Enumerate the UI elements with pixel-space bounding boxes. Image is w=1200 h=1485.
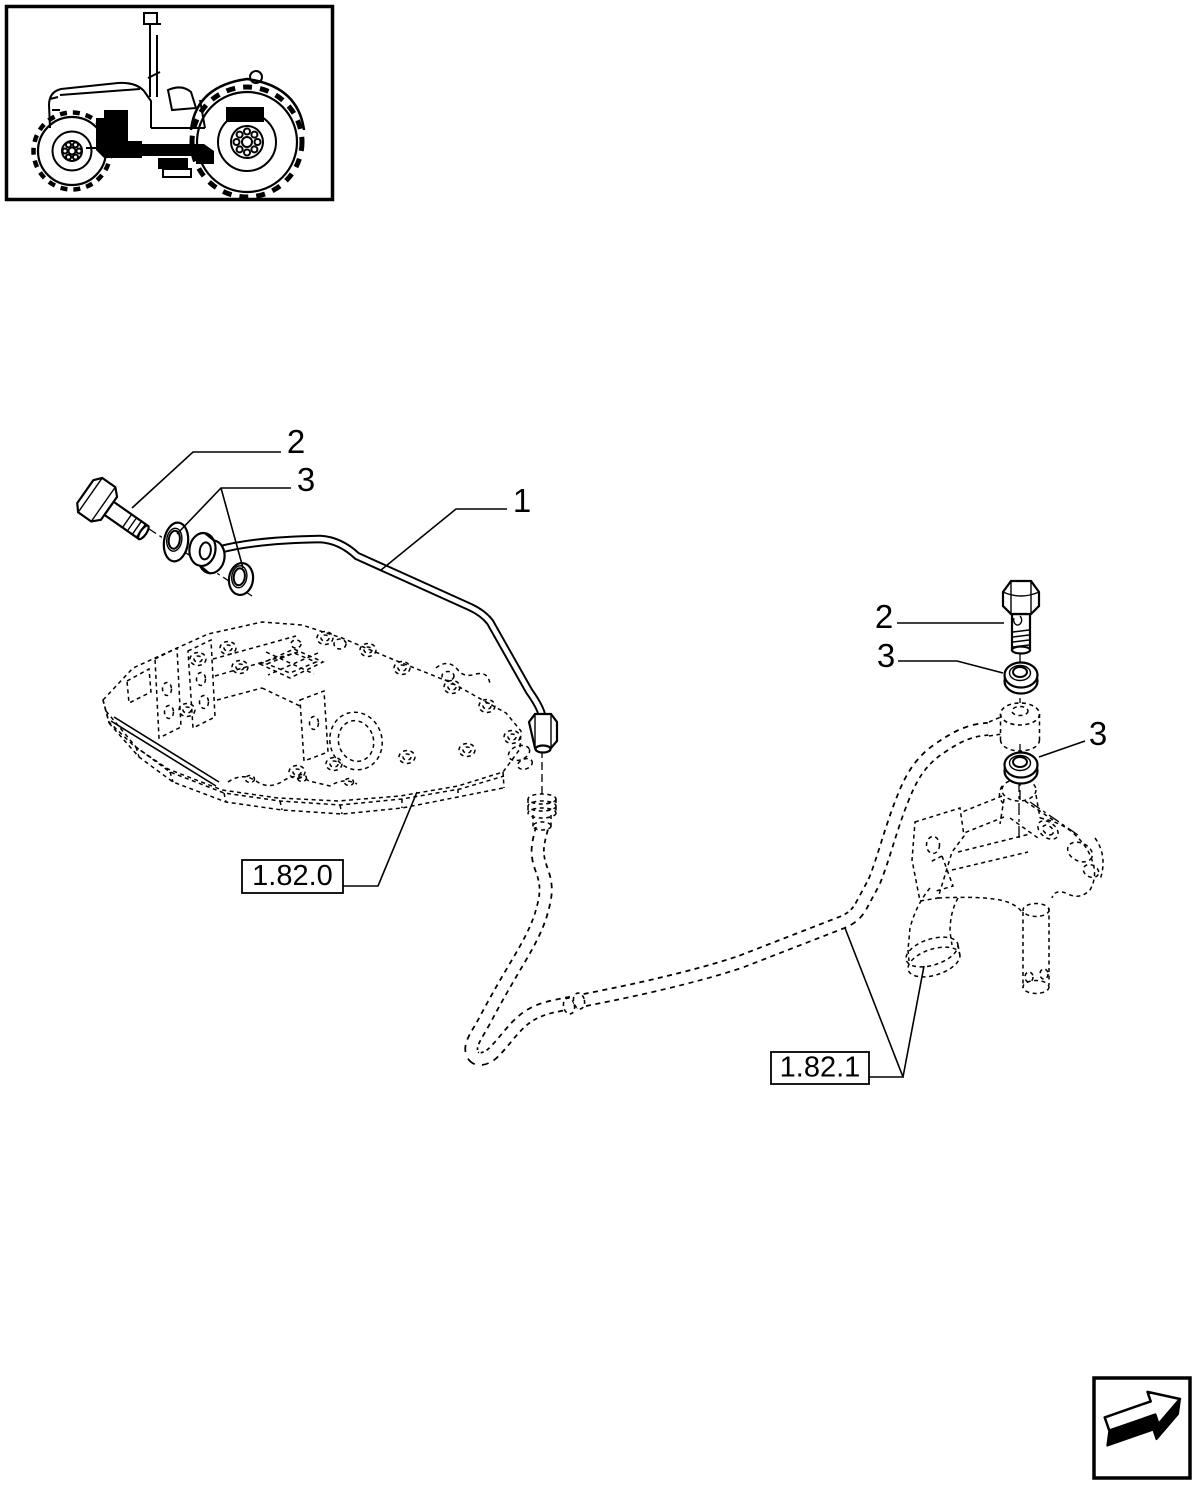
washer-icon [1003,751,1039,785]
callout-bolt-right: 2 [875,598,893,635]
callout-pipe: 1 [513,482,531,519]
callout-bolt-left: 2 [287,423,305,460]
callout-washer-right-upper: 3 [877,637,895,674]
tractor-thumbnail-box [4,4,335,202]
callout-washers-left: 3 [297,461,315,498]
pipe-part [216,534,559,754]
left-fastener-stack [76,476,255,597]
hose-banjo-hidden [988,702,1041,752]
pipe-banjo-eye [188,531,226,575]
reference-label: 1.82.0 [252,860,333,892]
tractor-icon [31,12,306,200]
reference-box-left[interactable]: 1.82.0 [241,791,418,894]
callouts: 2 3 1 2 3 3 [287,423,1107,752]
top-cover-housing [102,621,534,815]
valve-body [905,778,1104,995]
highlighted-parts [96,107,264,169]
callout-washer-right-lower: 3 [1089,715,1107,752]
washer-icon [1003,661,1039,695]
bolt-icon [76,476,150,541]
washer-icon [227,561,255,597]
continuation-arrow-icon [1103,1390,1182,1447]
hose-hidden [464,722,989,1066]
bolt-icon [1001,579,1041,655]
union-fitting-hidden [527,750,557,831]
leader-lines [131,451,1086,758]
reference-box-right[interactable]: 1.82.1 [770,927,925,1085]
right-fastener-stack [988,579,1041,800]
continuation-arrow-button[interactable] [1092,1376,1192,1480]
reference-label: 1.82.1 [780,1052,861,1084]
washer-icon [162,521,190,563]
bolt-hole-bosses [178,630,521,780]
